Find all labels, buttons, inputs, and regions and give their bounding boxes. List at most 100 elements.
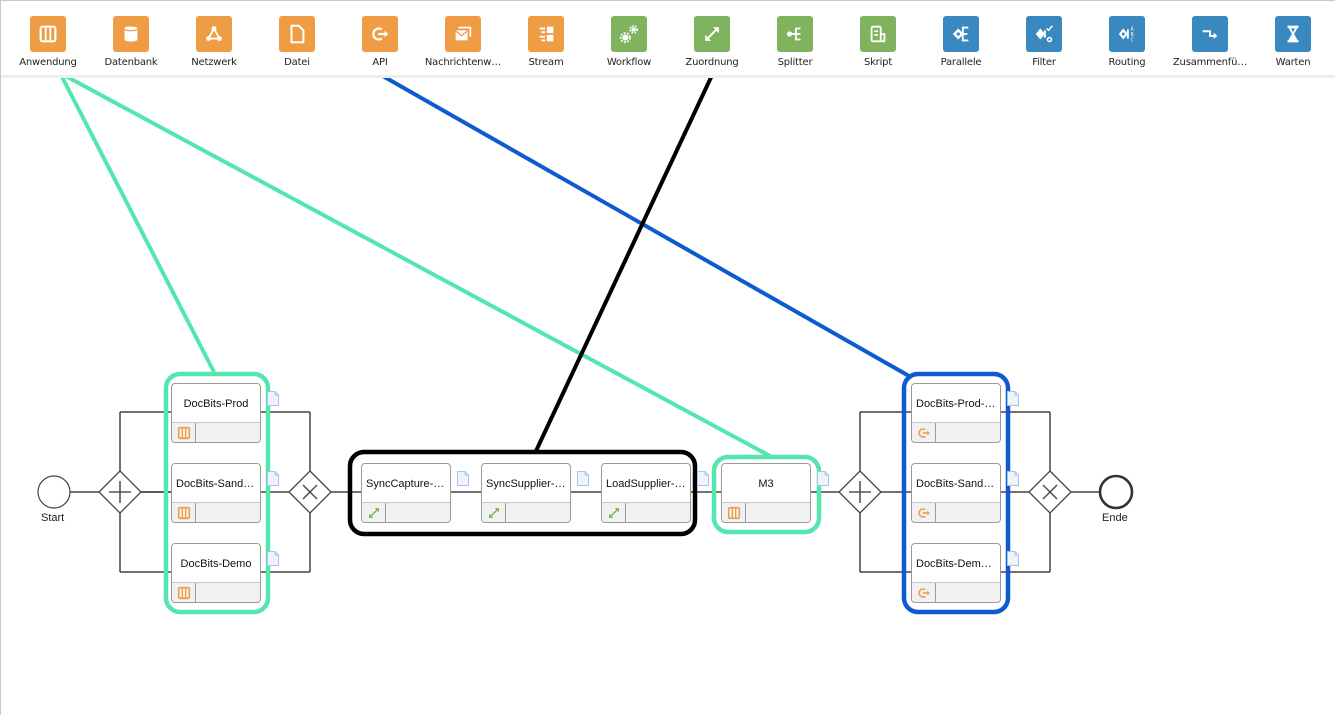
data-object-icon[interactable]	[1007, 471, 1019, 486]
application-columns-icon	[726, 505, 742, 521]
toolbar-tile[interactable]	[1026, 16, 1062, 52]
toolbar-item-label: Netzwerk	[191, 57, 237, 68]
toolbar-item-zusammenf[interactable]: Zusammenfü…	[1168, 16, 1252, 68]
task-node[interactable]: DocBits-Sandbox	[171, 463, 261, 523]
toolbar-item-filter[interactable]: Filter	[1002, 16, 1086, 68]
toolbar-item-datei[interactable]: Datei	[255, 16, 339, 68]
task-footer	[912, 502, 1000, 522]
toolbar-tile[interactable]	[777, 16, 813, 52]
x-mark	[302, 484, 318, 500]
toolbar-item-zuordnung[interactable]: Zuordnung	[670, 16, 754, 68]
annotation-line-anwendung-to-left	[60, 78, 216, 373]
toolbar-tile[interactable]	[1192, 16, 1228, 52]
task-name: DocBits-Prod-E…	[916, 398, 1000, 410]
toolbar-tile[interactable]	[860, 16, 896, 52]
task-node[interactable]: SyncCapture-S…	[361, 463, 451, 523]
toolbar-tile[interactable]	[943, 16, 979, 52]
task-type-badge	[912, 503, 936, 522]
gears-icon	[618, 23, 640, 45]
toolbar-tile[interactable]	[279, 16, 315, 52]
application-columns-icon	[37, 23, 59, 45]
start-event-label: Start	[41, 512, 65, 524]
data-object-icon[interactable]	[697, 471, 709, 486]
mapping-arrow-icon	[366, 505, 382, 521]
task-node[interactable]: DocBits-Prod-E…	[911, 383, 1001, 443]
toolbar-item-label: Datei	[284, 57, 310, 68]
toolbar-item-label: Routing	[1108, 57, 1146, 68]
task-node[interactable]: LoadSupplier-P…	[601, 463, 691, 523]
toolbar-item-label: Zusammenfü…	[1172, 57, 1248, 68]
data-object-icon[interactable]	[817, 471, 829, 486]
api-arrow-icon	[916, 505, 932, 521]
task-footer	[912, 422, 1000, 442]
toolbar-item-label: Splitter	[777, 57, 813, 68]
data-object-icon[interactable]	[1007, 551, 1019, 566]
database-icon	[120, 23, 142, 45]
toolbar-item-workflow[interactable]: Workflow	[587, 16, 671, 68]
application-columns-icon	[176, 585, 192, 601]
toolbar-item-label: Nachrichtenw…	[424, 57, 502, 68]
task-name: DocBits-Sandb…	[916, 478, 1000, 490]
script-icon	[867, 23, 889, 45]
toolbar-item-netzwerk[interactable]: Netzwerk	[172, 16, 256, 68]
data-object-icon[interactable]	[267, 391, 279, 406]
task-name: SyncSupplier-L…	[486, 478, 570, 490]
toolbar-item-api[interactable]: API	[338, 16, 422, 68]
toolbar-tile[interactable]	[113, 16, 149, 52]
highlight-left-parallel	[163, 371, 271, 615]
merge-arrow-icon	[1199, 23, 1221, 45]
toolbar-item-anwendung[interactable]: Anwendung	[6, 16, 90, 68]
flow-connections	[37, 78, 1134, 615]
task-name: DocBits-Demo	[180, 558, 252, 570]
toolbar-item-warten[interactable]: Warten	[1251, 16, 1335, 68]
task-footer	[602, 502, 690, 522]
task-type-badge	[172, 423, 196, 442]
toolbar-tile[interactable]	[528, 16, 564, 52]
task-type-badge	[172, 503, 196, 522]
task-node[interactable]: DocBits-Prod	[171, 383, 261, 443]
toolbar-tile[interactable]	[1109, 16, 1145, 52]
task-node[interactable]: SyncSupplier-L…	[481, 463, 571, 523]
task-node[interactable]: DocBits-Demo	[171, 543, 261, 603]
mapping-arrow-icon	[701, 23, 723, 45]
task-name: DocBits-Prod	[183, 398, 249, 410]
data-object-icon[interactable]	[457, 471, 469, 486]
toolbar-item-splitter[interactable]: Splitter	[753, 16, 837, 68]
parallel-gateway-icon	[950, 23, 972, 45]
highlight-m3	[711, 454, 822, 535]
data-object-icon[interactable]	[267, 471, 279, 486]
toolbar-tile[interactable]	[196, 16, 232, 52]
data-object-icon[interactable]	[577, 471, 589, 486]
toolbar-tile[interactable]	[362, 16, 398, 52]
annotation-line-api-to-right	[382, 78, 910, 378]
mapping-arrow-icon	[486, 505, 502, 521]
toolbar-tile[interactable]	[611, 16, 647, 52]
task-name: DocBits-Sandbox	[176, 478, 260, 490]
task-type-badge	[602, 503, 626, 522]
application-columns-icon	[176, 425, 192, 441]
annotation-line-anwendung-to-m3	[65, 78, 771, 458]
toolbar-tile[interactable]	[30, 16, 66, 52]
task-node[interactable]: DocBits-Sandb…	[911, 463, 1001, 523]
network-icon	[203, 23, 225, 45]
message-envelope-icon	[452, 23, 474, 45]
toolbar-item-nachrichtenw[interactable]: Nachrichtenw…	[421, 16, 505, 68]
toolbar-tile[interactable]	[445, 16, 481, 52]
task-type-badge	[912, 423, 936, 442]
task-node[interactable]: M3	[721, 463, 811, 523]
toolbar-item-datenbank[interactable]: Datenbank	[89, 16, 173, 68]
data-object-icon[interactable]	[1007, 391, 1019, 406]
task-type-badge	[912, 583, 936, 602]
task-node[interactable]: DocBits-Demo-…	[911, 543, 1001, 603]
toolbar-item-label: Anwendung	[19, 57, 77, 68]
toolbar-item-stream[interactable]: Stream	[504, 16, 588, 68]
toolbar-item-skript[interactable]: Skript	[836, 16, 920, 68]
stream-icon	[535, 23, 557, 45]
toolbar-item-routing[interactable]: Routing	[1085, 16, 1169, 68]
toolbar-tile[interactable]	[1275, 16, 1311, 52]
data-object-icon[interactable]	[267, 551, 279, 566]
toolbar-item-parallele[interactable]: Parallele	[919, 16, 1003, 68]
task-type-badge	[722, 503, 746, 522]
toolbar-tile[interactable]	[694, 16, 730, 52]
